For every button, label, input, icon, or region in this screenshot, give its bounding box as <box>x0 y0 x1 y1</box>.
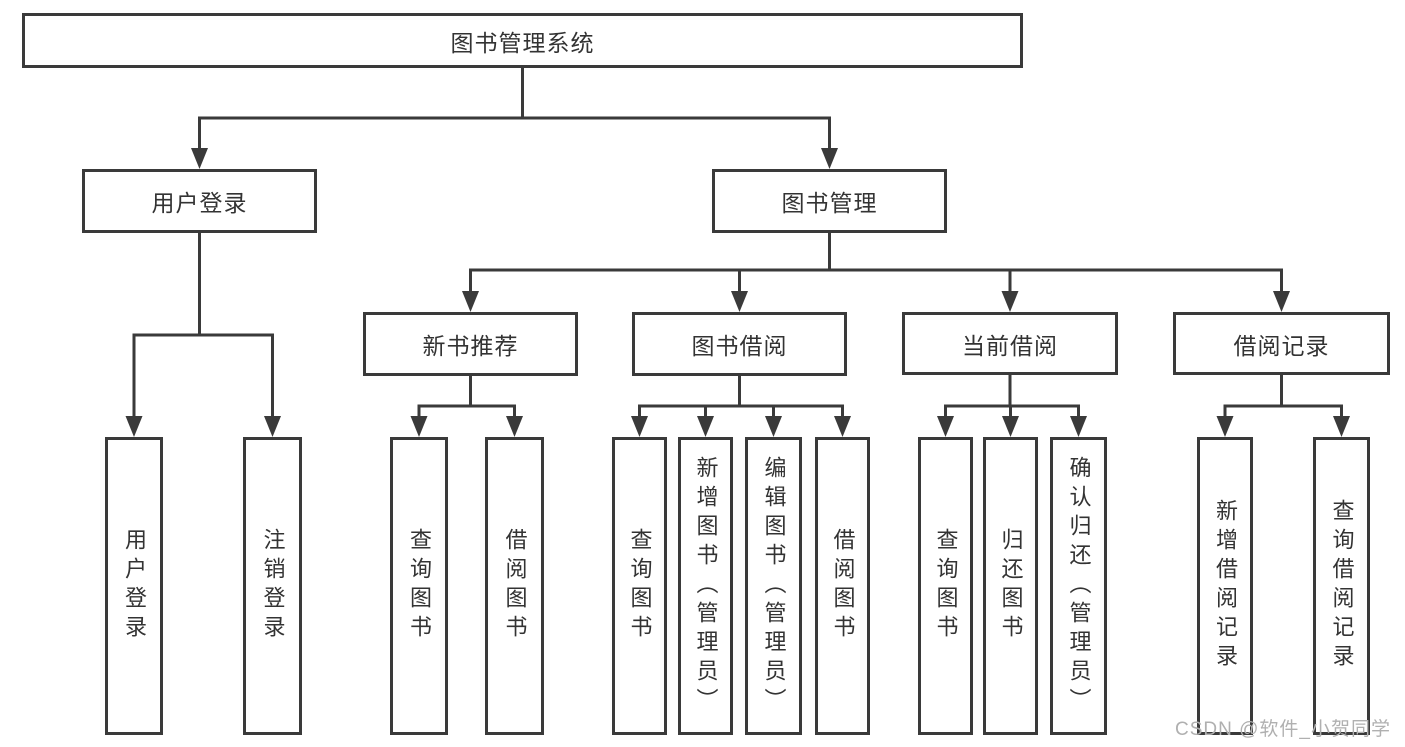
node-label: 借阅记录 <box>1233 332 1330 359</box>
node-root-system: 图书管理系统 <box>22 13 1023 68</box>
node-label: 查询借阅记录 <box>1329 499 1355 673</box>
leaf-borrow-books-2: 借阅图书 <box>815 437 870 735</box>
leaf-add-books-admin: 新增图书（管理员） <box>678 437 733 735</box>
leaf-query-borrow-record: 查询借阅记录 <box>1313 437 1370 735</box>
node-label: 图书管理系统 <box>450 29 595 56</box>
leaf-confirm-return-admin: 确认归还（管理员） <box>1050 437 1107 735</box>
node-label: 归还图书 <box>998 528 1024 644</box>
node-book-borrowing: 图书借阅 <box>632 312 847 376</box>
leaf-edit-books-admin: 编辑图书（管理员） <box>745 437 802 735</box>
leaf-borrow-books-1: 借阅图书 <box>485 437 544 735</box>
node-new-book-recommend: 新书推荐 <box>363 312 578 376</box>
node-label: 当前借阅 <box>962 332 1058 359</box>
leaf-query-books-1: 查询图书 <box>390 437 448 735</box>
node-label: 图书借阅 <box>691 333 788 359</box>
csdn-watermark: CSDN @软件_小贺同学 <box>1175 719 1391 740</box>
node-label: 新增借阅记录 <box>1213 499 1238 673</box>
leaf-add-borrow-record: 新增借阅记录 <box>1197 437 1253 735</box>
node-label: 借阅图书 <box>502 528 528 644</box>
node-label: 新增图书（管理员） <box>693 455 719 717</box>
node-label: 查询图书 <box>627 528 653 644</box>
node-label: 查询图书 <box>407 528 432 644</box>
node-label: 新书推荐 <box>422 333 519 359</box>
node-label: 用户登录 <box>151 190 248 216</box>
node-label: 借阅图书 <box>830 528 856 644</box>
node-current-borrowing: 当前借阅 <box>902 312 1118 375</box>
leaf-query-books-2: 查询图书 <box>612 437 667 735</box>
node-label: 编辑图书（管理员） <box>761 455 787 717</box>
node-label: 用户登录 <box>122 528 147 644</box>
node-borrowing-records: 借阅记录 <box>1173 312 1390 375</box>
node-label: 图书管理 <box>781 190 878 216</box>
node-label: 注销登录 <box>260 528 286 644</box>
node-user-login: 用户登录 <box>82 169 317 233</box>
node-label: 查询图书 <box>933 528 959 644</box>
leaf-user-login: 用户登录 <box>105 437 163 735</box>
leaf-return-books: 归还图书 <box>983 437 1038 735</box>
leaf-logout: 注销登录 <box>243 437 302 735</box>
node-label: 确认归还（管理员） <box>1066 455 1092 717</box>
node-book-management: 图书管理 <box>712 169 947 233</box>
leaf-query-books-3: 查询图书 <box>918 437 973 735</box>
